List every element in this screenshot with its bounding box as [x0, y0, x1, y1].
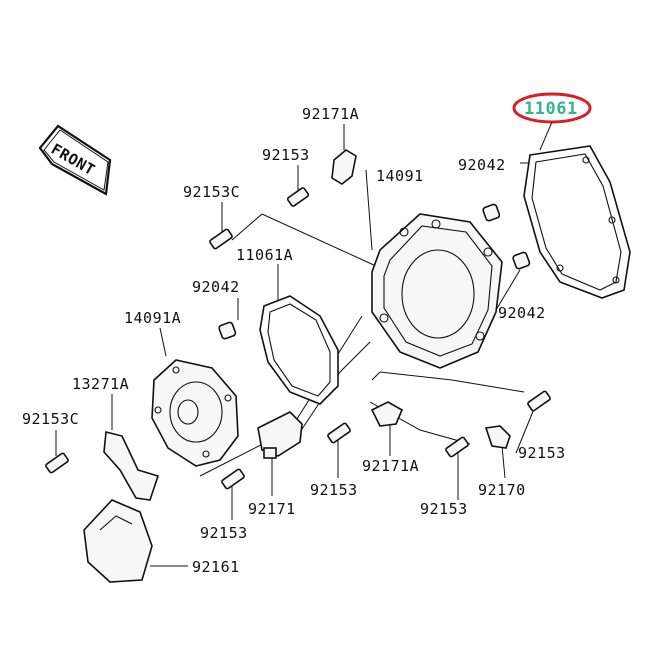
part-label-92171: 92171	[248, 500, 296, 518]
dowel-92042-left[interactable]	[218, 321, 237, 340]
bolt-92153-mid[interactable]	[327, 422, 351, 444]
part-label-92153-lower-left: 92153	[200, 524, 248, 542]
part-label-92171A-bottom: 92171A	[362, 457, 419, 475]
part-label-14091A: 14091A	[124, 309, 181, 327]
part-label-92161: 92161	[192, 558, 240, 576]
part-label-11061: 11061	[524, 99, 578, 119]
part-label-11061A: 11061A	[236, 246, 293, 264]
part-label-92153-bottom: 92153	[420, 500, 468, 518]
dowel-92042-upper[interactable]	[482, 203, 501, 222]
part-label-92153-mid: 92153	[310, 481, 358, 499]
part-label-92042-left: 92042	[192, 278, 240, 296]
clamp-92170[interactable]	[484, 425, 511, 449]
guard-92161[interactable]	[83, 499, 153, 583]
part-label-92171A-top: 92171A	[302, 105, 359, 123]
dowel-92042-lower[interactable]	[512, 251, 531, 270]
bolt-92153-bottom[interactable]	[445, 436, 469, 458]
cover-14091A[interactable]	[151, 359, 239, 467]
clamp-92171A-top[interactable]	[331, 149, 357, 185]
front-arrow: FRONT	[38, 124, 112, 196]
clamp-92171[interactable]	[257, 411, 303, 459]
part-label-14091: 14091	[376, 167, 424, 185]
cover-14091[interactable]	[371, 213, 503, 369]
bolt-92153-lower-left[interactable]	[221, 468, 245, 490]
gasket-11061[interactable]	[523, 145, 631, 299]
part-label-92170: 92170	[478, 481, 526, 499]
plate-13271A[interactable]	[103, 430, 160, 501]
part-label-92153-top: 92153	[262, 146, 310, 164]
bolt-92153-bottom-right[interactable]	[527, 390, 551, 412]
bolt-92153C-top[interactable]	[209, 228, 233, 250]
part-label-92042-top-right: 92042	[458, 156, 506, 174]
bolt-92153-top[interactable]	[286, 187, 310, 207]
part-label-13271A: 13271A	[72, 375, 129, 393]
part-label-92042-bottom-right: 92042	[498, 304, 546, 322]
clamp-92171A-bottom[interactable]	[370, 401, 404, 427]
part-label-92153C-top: 92153C	[183, 183, 240, 201]
highlighted-part-callout[interactable]: 11061	[512, 92, 592, 124]
part-label-92153-bottom-right: 92153	[518, 444, 566, 462]
bolt-92153C-left[interactable]	[45, 452, 69, 474]
part-label-92153C-left: 92153C	[22, 410, 79, 428]
gasket-11061A[interactable]	[259, 295, 339, 405]
